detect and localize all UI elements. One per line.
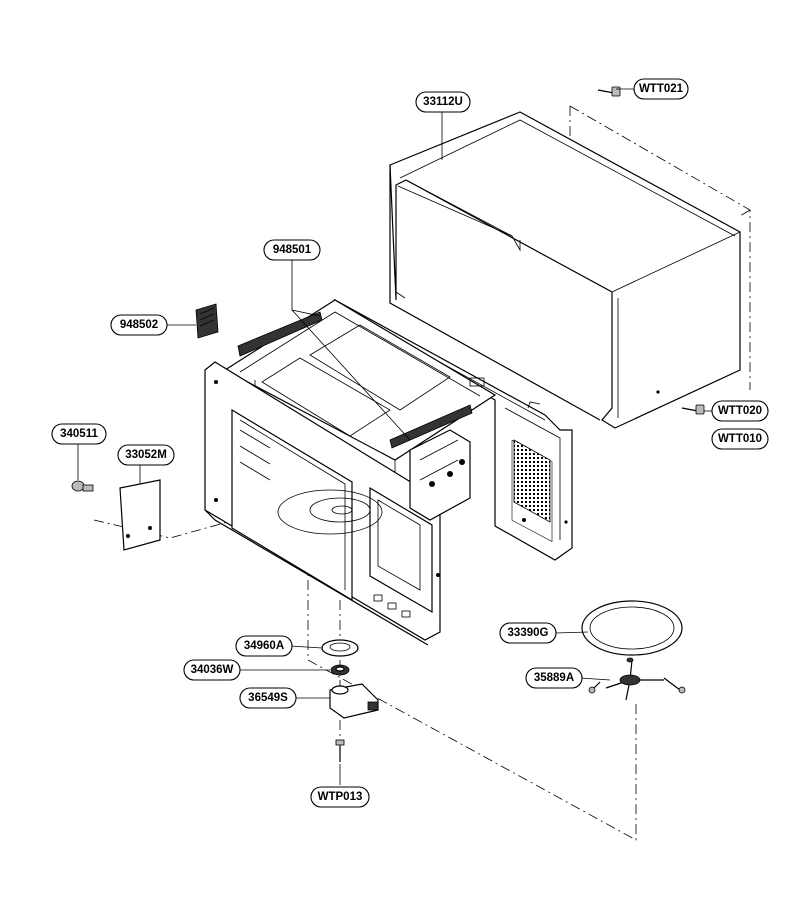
screw-wtp013[interactable] <box>335 739 345 762</box>
screw-wtt020[interactable] <box>681 404 705 415</box>
leader-lines <box>77 88 714 785</box>
callout-33112u[interactable]: 33112U <box>415 91 471 113</box>
callout-wtp013[interactable]: WTP013 <box>310 786 370 808</box>
callout-33052m[interactable]: 33052M <box>117 444 175 466</box>
coupler-34960a[interactable] <box>321 639 359 657</box>
callout-34036w[interactable]: 34036W <box>183 659 241 681</box>
callout-948501[interactable]: 948501 <box>263 239 321 261</box>
glass-tray-33390g[interactable] <box>581 600 683 656</box>
label-33112u: 33112U <box>423 96 463 108</box>
label-33052m: 33052M <box>125 449 167 461</box>
label-33390g: 33390G <box>508 627 549 639</box>
label-wtp013: WTP013 <box>318 791 363 803</box>
callout-35889a[interactable]: 35889A <box>525 667 583 689</box>
label-948502: 948502 <box>120 319 158 331</box>
callout-340511[interactable]: 340511 <box>51 423 107 445</box>
insulation-strip-948501[interactable] <box>237 311 473 449</box>
label-35889a: 35889A <box>534 672 574 684</box>
callout-36549s[interactable]: 36549S <box>239 687 297 709</box>
label-wtt021: WTT021 <box>639 83 684 95</box>
callout-33390g[interactable]: 33390G <box>499 622 557 644</box>
label-wtt010: WTT010 <box>718 433 762 445</box>
callout-34960a[interactable]: 34960A <box>235 635 293 657</box>
latch-screw-340511[interactable] <box>71 480 94 492</box>
turntable-motor-36549s[interactable] <box>329 683 379 719</box>
label-34960a: 34960A <box>244 640 284 652</box>
screw-wtt021[interactable] <box>597 86 621 97</box>
label-948501: 948501 <box>273 244 312 256</box>
label-36549s: 36549S <box>248 692 288 704</box>
callout-wtt020[interactable]: WTT020 <box>711 400 769 422</box>
callout-wtt021[interactable]: WTT021 <box>633 78 689 100</box>
guide-lines <box>93 105 751 841</box>
insulation-pad-948502[interactable] <box>195 303 219 339</box>
callout-wtt010[interactable]: WTT010 <box>711 428 769 450</box>
label-wtt020: WTT020 <box>718 405 762 417</box>
outer-cabinet[interactable] <box>389 111 741 429</box>
oven-cavity-chassis[interactable] <box>204 298 573 646</box>
callout-948502[interactable]: 948502 <box>110 314 168 336</box>
label-34036w: 34036W <box>191 664 234 676</box>
label-340511: 340511 <box>60 428 98 440</box>
shaft-34036w[interactable] <box>330 664 350 676</box>
cover-plate-33052m[interactable] <box>119 479 161 551</box>
roller-ring-35889a[interactable] <box>588 657 686 701</box>
